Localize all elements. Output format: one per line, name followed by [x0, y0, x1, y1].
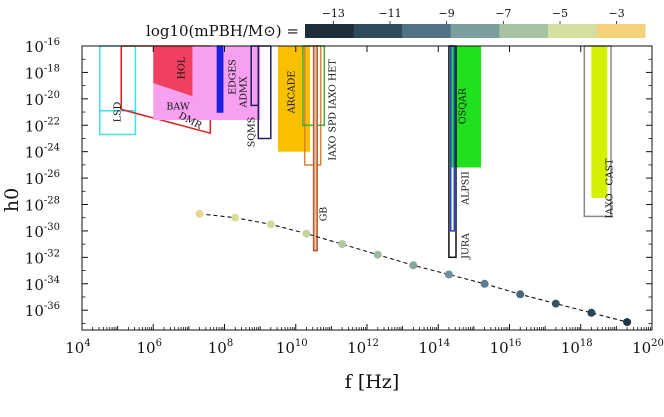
colorbar-tick-label-3: −7 [495, 7, 511, 20]
data-point-0 [195, 209, 204, 218]
data-point-1 [231, 213, 240, 222]
data-point-8 [480, 279, 489, 288]
x-tick-label-20: 1020 [632, 338, 664, 357]
colorbar-tick-label-1: −11 [378, 7, 401, 20]
x-axis-title: f [Hz] [345, 371, 399, 393]
y-tick-label--20: 10-20 [25, 90, 60, 109]
band-label-admx: ADMX [239, 76, 250, 108]
y-tick-label--36: 10-36 [25, 301, 60, 320]
band-label-arcade: ARCADE [287, 71, 298, 115]
colorbar-title: log10(mPBH/M⊙) = [146, 22, 299, 40]
colorbar-cell-1 [353, 24, 403, 38]
colorbar-cell-3 [450, 24, 500, 38]
band-lsd [99, 45, 137, 112]
y-tick-label--18: 10-18 [25, 63, 60, 82]
y-tick-label--26: 10-26 [25, 169, 60, 188]
colorbar-tick-label-4: −5 [552, 7, 568, 20]
band-label-sqms: SQMS [247, 117, 258, 148]
data-point-4 [338, 240, 347, 249]
data-point-5 [373, 250, 382, 259]
band-lsd-lower [99, 109, 137, 136]
band-hol [153, 46, 193, 97]
x-tick-label-8: 108 [208, 338, 233, 357]
y-tick-label--34: 10-34 [25, 275, 60, 294]
colorbar-cell-0 [305, 24, 355, 38]
x-tick-label-10: 1010 [276, 338, 308, 357]
data-point-12 [623, 318, 632, 327]
y-tick-label--30: 10-30 [25, 222, 60, 241]
x-tick-label-6: 106 [137, 338, 162, 357]
band-label-edges: EDGES [228, 59, 239, 95]
x-tick-label-16: 1016 [490, 338, 522, 357]
colorbar-tick-label-5: −3 [609, 7, 625, 20]
colorbar-cell-4 [499, 24, 549, 38]
y-tick-label--32: 10-32 [25, 248, 60, 267]
data-point-6 [409, 261, 418, 270]
band-cast [591, 46, 608, 198]
band-label-baw: BAW [166, 102, 189, 113]
colorbar-tick-label-0: −13 [322, 7, 345, 20]
band-label-alpsii: ALPSII [461, 171, 472, 206]
data-point-7 [444, 270, 453, 279]
band-gb [312, 45, 318, 252]
band-label-iaxo-spd-iaxo-het: IAXO SPD IAXO HET [328, 59, 339, 161]
data-point-3 [302, 229, 311, 238]
y-tick-label--16: 10-16 [25, 37, 60, 56]
band-label-osqar: OSQAR [458, 87, 469, 124]
y-tick-label--28: 10-28 [25, 196, 60, 215]
data-point-11 [587, 308, 596, 317]
x-tick-label-18: 1018 [561, 338, 593, 357]
colorbar-cell-2 [402, 24, 452, 38]
data-point-2 [266, 220, 275, 229]
band-edges [216, 45, 224, 113]
band-label-lsd: LSD [113, 101, 124, 122]
x-tick-label-12: 1012 [347, 338, 379, 357]
data-point-10 [551, 299, 560, 308]
x-tick-label-4: 104 [65, 338, 90, 357]
band-label-cast: CAST [605, 158, 616, 186]
y-tick-label--22: 10-22 [25, 116, 60, 135]
band-label-gb: GB [319, 207, 330, 222]
colorbar-tick-label-2: −9 [439, 7, 455, 20]
data-point-9 [516, 290, 525, 299]
colorbar-cell-6 [596, 24, 646, 38]
band-label-iaxo: IAXO [605, 193, 616, 218]
x-tick-label-14: 1014 [418, 338, 450, 357]
y-tick-label--24: 10-24 [25, 143, 60, 162]
y-axis-title: h0 [1, 188, 23, 212]
colorbar-cell-5 [547, 24, 597, 38]
band-label-hol: HOL [177, 56, 188, 79]
band-label-jura: JURA [461, 233, 472, 260]
